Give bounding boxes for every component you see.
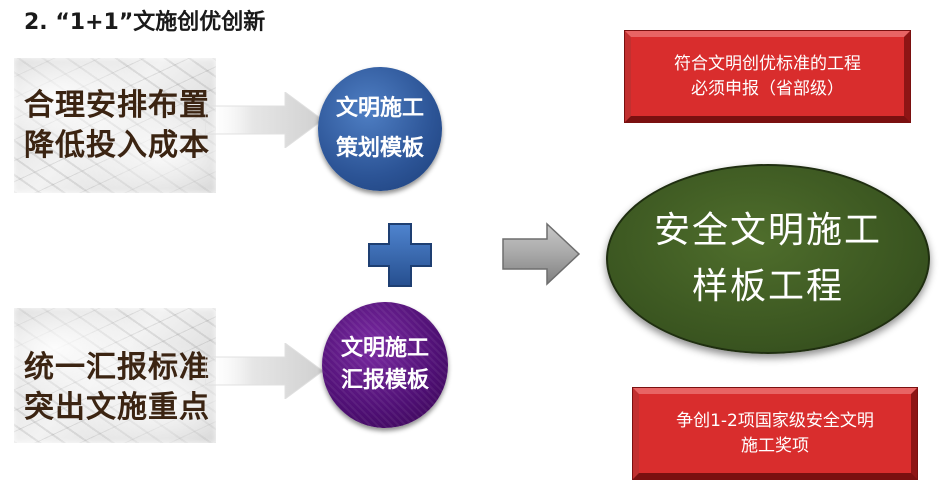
box-top-line1: 符合文明创优标准的工程: [674, 53, 861, 74]
marble-block-top: 合理安排布置 降低投入成本: [14, 58, 216, 193]
goal-box: 争创1-2项国家级安全文明 施工奖项: [633, 388, 917, 479]
circle-bottom-line2: 汇报模板: [340, 368, 429, 393]
result-line1: 安全文明施工: [653, 210, 882, 251]
arrow-top-icon: [205, 92, 324, 148]
left-top-line2: 降低投入成本: [24, 128, 210, 163]
page-title: 2. “1+1”文施创优创新: [24, 10, 266, 35]
box-bottom-line2: 施工奖项: [741, 435, 809, 456]
left-bottom-line2: 突出文施重点: [24, 390, 210, 425]
circle-top-line2: 策划模板: [335, 136, 424, 161]
arrow-bottom-icon: [205, 343, 324, 399]
left-bottom-line1: 统一汇报标准: [24, 350, 210, 385]
marble-block-bottom: 统一汇报标准 突出文施重点: [14, 308, 216, 443]
arrow-result-icon: [502, 222, 581, 286]
circle-top-line1: 文明施工: [335, 96, 424, 121]
circle-report-template: 文明施工 汇报模板: [322, 302, 448, 428]
result-ellipse: 安全文明施工 样板工程: [606, 164, 930, 354]
box-top-line2: 必须申报（省部级）: [691, 78, 844, 99]
circle-planning-template: 文明施工 策划模板: [318, 67, 442, 191]
plus-icon: [368, 223, 432, 287]
result-line2: 样板工程: [691, 266, 844, 307]
left-top-line1: 合理安排布置: [24, 88, 210, 123]
circle-bottom-line1: 文明施工: [340, 336, 429, 361]
box-bottom-line1: 争创1-2项国家级安全文明: [676, 410, 874, 431]
requirement-box: 符合文明创优标准的工程 必须申报（省部级）: [625, 31, 910, 122]
